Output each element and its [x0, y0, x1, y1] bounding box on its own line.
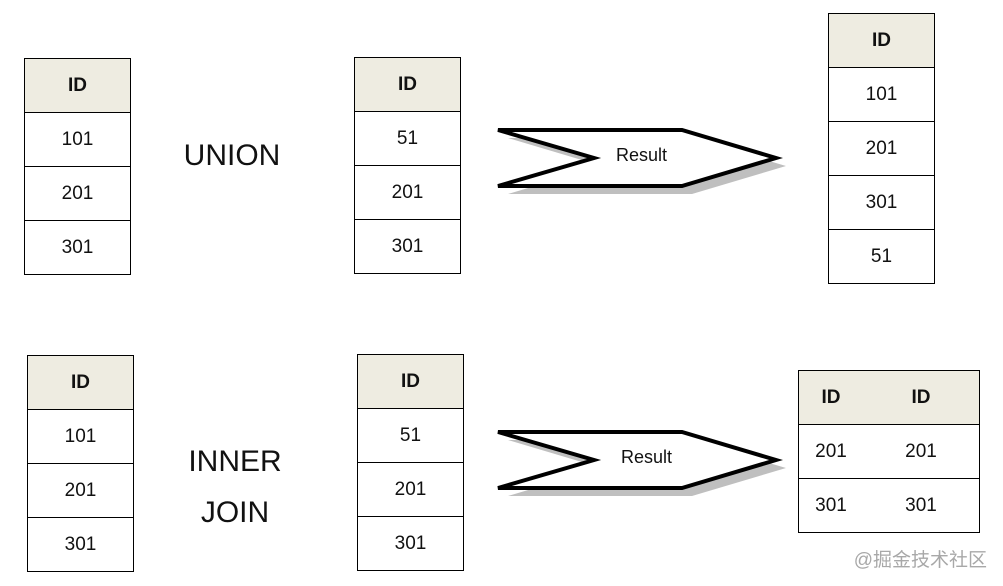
union-right-row: 301: [355, 219, 460, 273]
join-result-row: 201 201: [799, 424, 979, 478]
join-result-header: ID: [911, 386, 931, 408]
join-operator-label: INNER JOIN: [175, 436, 295, 538]
union-result-row: 101: [829, 67, 934, 121]
join-result-cell: 301: [905, 494, 937, 516]
join-left-table: ID 101 201 301: [27, 355, 134, 572]
union-left-header: ID: [25, 59, 130, 112]
union-operator-label: UNION: [183, 139, 281, 172]
chevron-arrow-icon: [497, 430, 786, 496]
join-result-header-row: ID ID: [799, 371, 979, 424]
join-right-table: ID 51 201 301: [357, 354, 464, 571]
join-right-row: 301: [358, 516, 463, 570]
union-result-row: 201: [829, 121, 934, 175]
watermark-text: @掘金技术社区: [853, 550, 987, 571]
union-left-row: 101: [25, 112, 130, 166]
union-left-row: 301: [25, 220, 130, 274]
join-arrow-label: Result: [621, 447, 673, 467]
union-result-table: ID 101 201 301 51: [828, 13, 935, 284]
union-left-row: 201: [25, 166, 130, 220]
union-right-row: 201: [355, 165, 460, 219]
chevron-arrow-icon: [497, 128, 786, 194]
join-right-row: 51: [358, 408, 463, 462]
join-operator-line2: JOIN: [200, 496, 270, 529]
union-result-header: ID: [829, 14, 934, 67]
join-result-cell: 201: [905, 440, 937, 462]
union-right-header: ID: [355, 58, 460, 111]
union-result-row: 301: [829, 175, 934, 229]
join-left-header: ID: [28, 356, 133, 409]
join-operator-line1: INNER: [188, 445, 282, 478]
union-arrow-label: Result: [616, 145, 668, 165]
join-left-row: 301: [28, 517, 133, 571]
join-right-row: 201: [358, 462, 463, 516]
join-left-row: 201: [28, 463, 133, 517]
union-result-arrow: Result: [490, 122, 790, 202]
union-left-table: ID 101 201 301: [24, 58, 131, 275]
union-right-row: 51: [355, 111, 460, 165]
join-left-row: 101: [28, 409, 133, 463]
join-result-cell: 201: [815, 440, 847, 462]
join-result-header: ID: [821, 386, 841, 408]
join-result-row: 301 301: [799, 478, 979, 532]
union-result-row: 51: [829, 229, 934, 283]
join-result-table: ID ID 201 201 301 301: [798, 370, 980, 533]
join-result-arrow: Result: [490, 424, 790, 504]
join-result-cell: 301: [815, 494, 847, 516]
join-right-header: ID: [358, 355, 463, 408]
union-right-table: ID 51 201 301: [354, 57, 461, 274]
